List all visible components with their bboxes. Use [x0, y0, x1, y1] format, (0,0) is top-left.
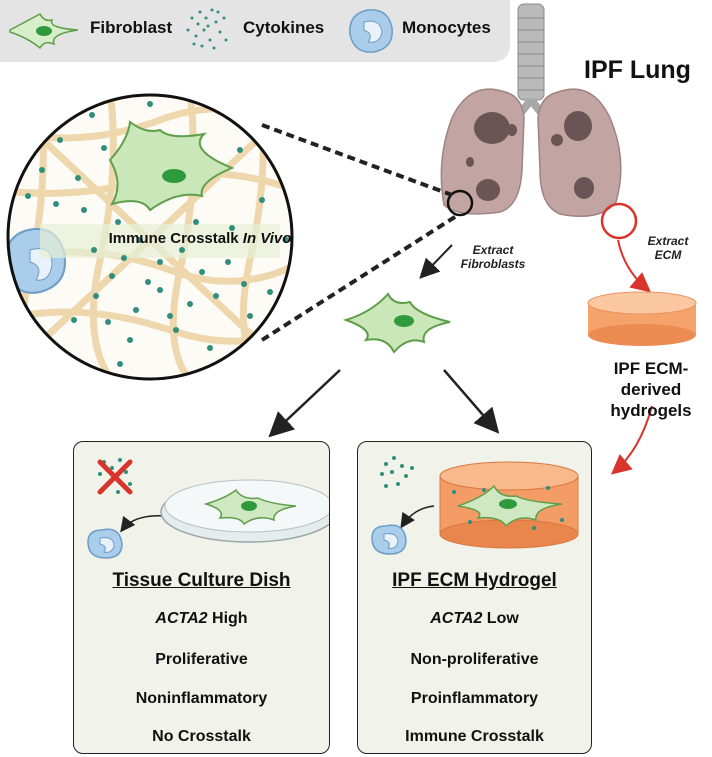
hydrogel-monocyte: [371, 524, 407, 555]
lung-title: IPF Lung: [584, 56, 691, 84]
hydrogel-puck: [587, 291, 697, 346]
dish-line-2: Noninflammatory: [135, 690, 268, 707]
hydrogel-line-2: Proinflammatory: [410, 690, 539, 707]
hydrogel-line-1: Non-proliferative: [410, 651, 539, 668]
dish-gene-line: ACTA2 High: [74, 610, 329, 628]
cytokines-icon: [186, 8, 228, 50]
in-vivo-text: In Vivo: [242, 230, 292, 247]
hydrogel-illustration: [371, 456, 579, 555]
fibroblast-sample-circle: [446, 189, 474, 217]
petri-dish: [160, 479, 329, 543]
legend-icons: [9, 8, 393, 53]
lungs: [440, 88, 622, 217]
hydrogel-label: IPF ECM-derived hydrogels: [610, 359, 692, 420]
legend: Fibroblast Cytokines Monocytes: [0, 0, 510, 62]
extract-fibroblasts-arrow: [419, 244, 453, 279]
dish-title: Tissue Culture Dish: [112, 570, 291, 591]
ecm-sample-circle: [600, 202, 638, 240]
crosstalk-text: Immune Crosstalk: [108, 230, 243, 247]
dish-line-3: No Crosstalk: [152, 728, 251, 745]
arrow-to-dish: [268, 369, 341, 438]
legend-label-cytokines: Cytokines: [243, 18, 325, 37]
isolated-fibroblast: [342, 292, 451, 354]
extract-ecm-label: Extract ECM: [647, 234, 689, 262]
hydrogel-3d: [439, 461, 579, 549]
dish-gene-level: High: [207, 610, 248, 627]
hydrogel-line-3: Immune Crosstalk: [405, 728, 544, 745]
extract-fibroblasts-label: Extract Fibroblasts: [460, 243, 526, 271]
trachea: [506, 3, 556, 129]
dish-monocyte: [87, 528, 123, 559]
fibroblast-icon: [9, 12, 79, 50]
legend-label-fibroblast: Fibroblast: [90, 18, 173, 37]
hydrogel-cytokines: [380, 456, 414, 488]
legend-label-monocytes: Monocytes: [402, 18, 491, 37]
arrow-to-hydrogel: [443, 369, 500, 434]
dish-line-1: Proliferative: [155, 651, 248, 668]
monocyte-icon: [349, 9, 393, 53]
dish-illustration: [87, 458, 329, 559]
hydrogel-panel: IPF ECM Hydrogel ACTA2 Low Non-prolifera…: [357, 441, 592, 754]
hydrogel-gene-level: Low: [482, 610, 519, 627]
immune-crosstalk-label: Immune Crosstalk In Vivo: [90, 230, 310, 247]
hydrogel-title: IPF ECM Hydrogel: [392, 570, 557, 591]
zoom-line-top: [261, 123, 453, 197]
dish-panel: Tissue Culture Dish ACTA2 High Prolifera…: [73, 441, 330, 754]
hydrogel-gene-line: ACTA2 Low: [358, 610, 591, 628]
hydrogel-gene: ACTA2: [430, 610, 483, 627]
blocked-x-icon: [97, 459, 133, 495]
dish-gene: ACTA2: [155, 610, 208, 627]
